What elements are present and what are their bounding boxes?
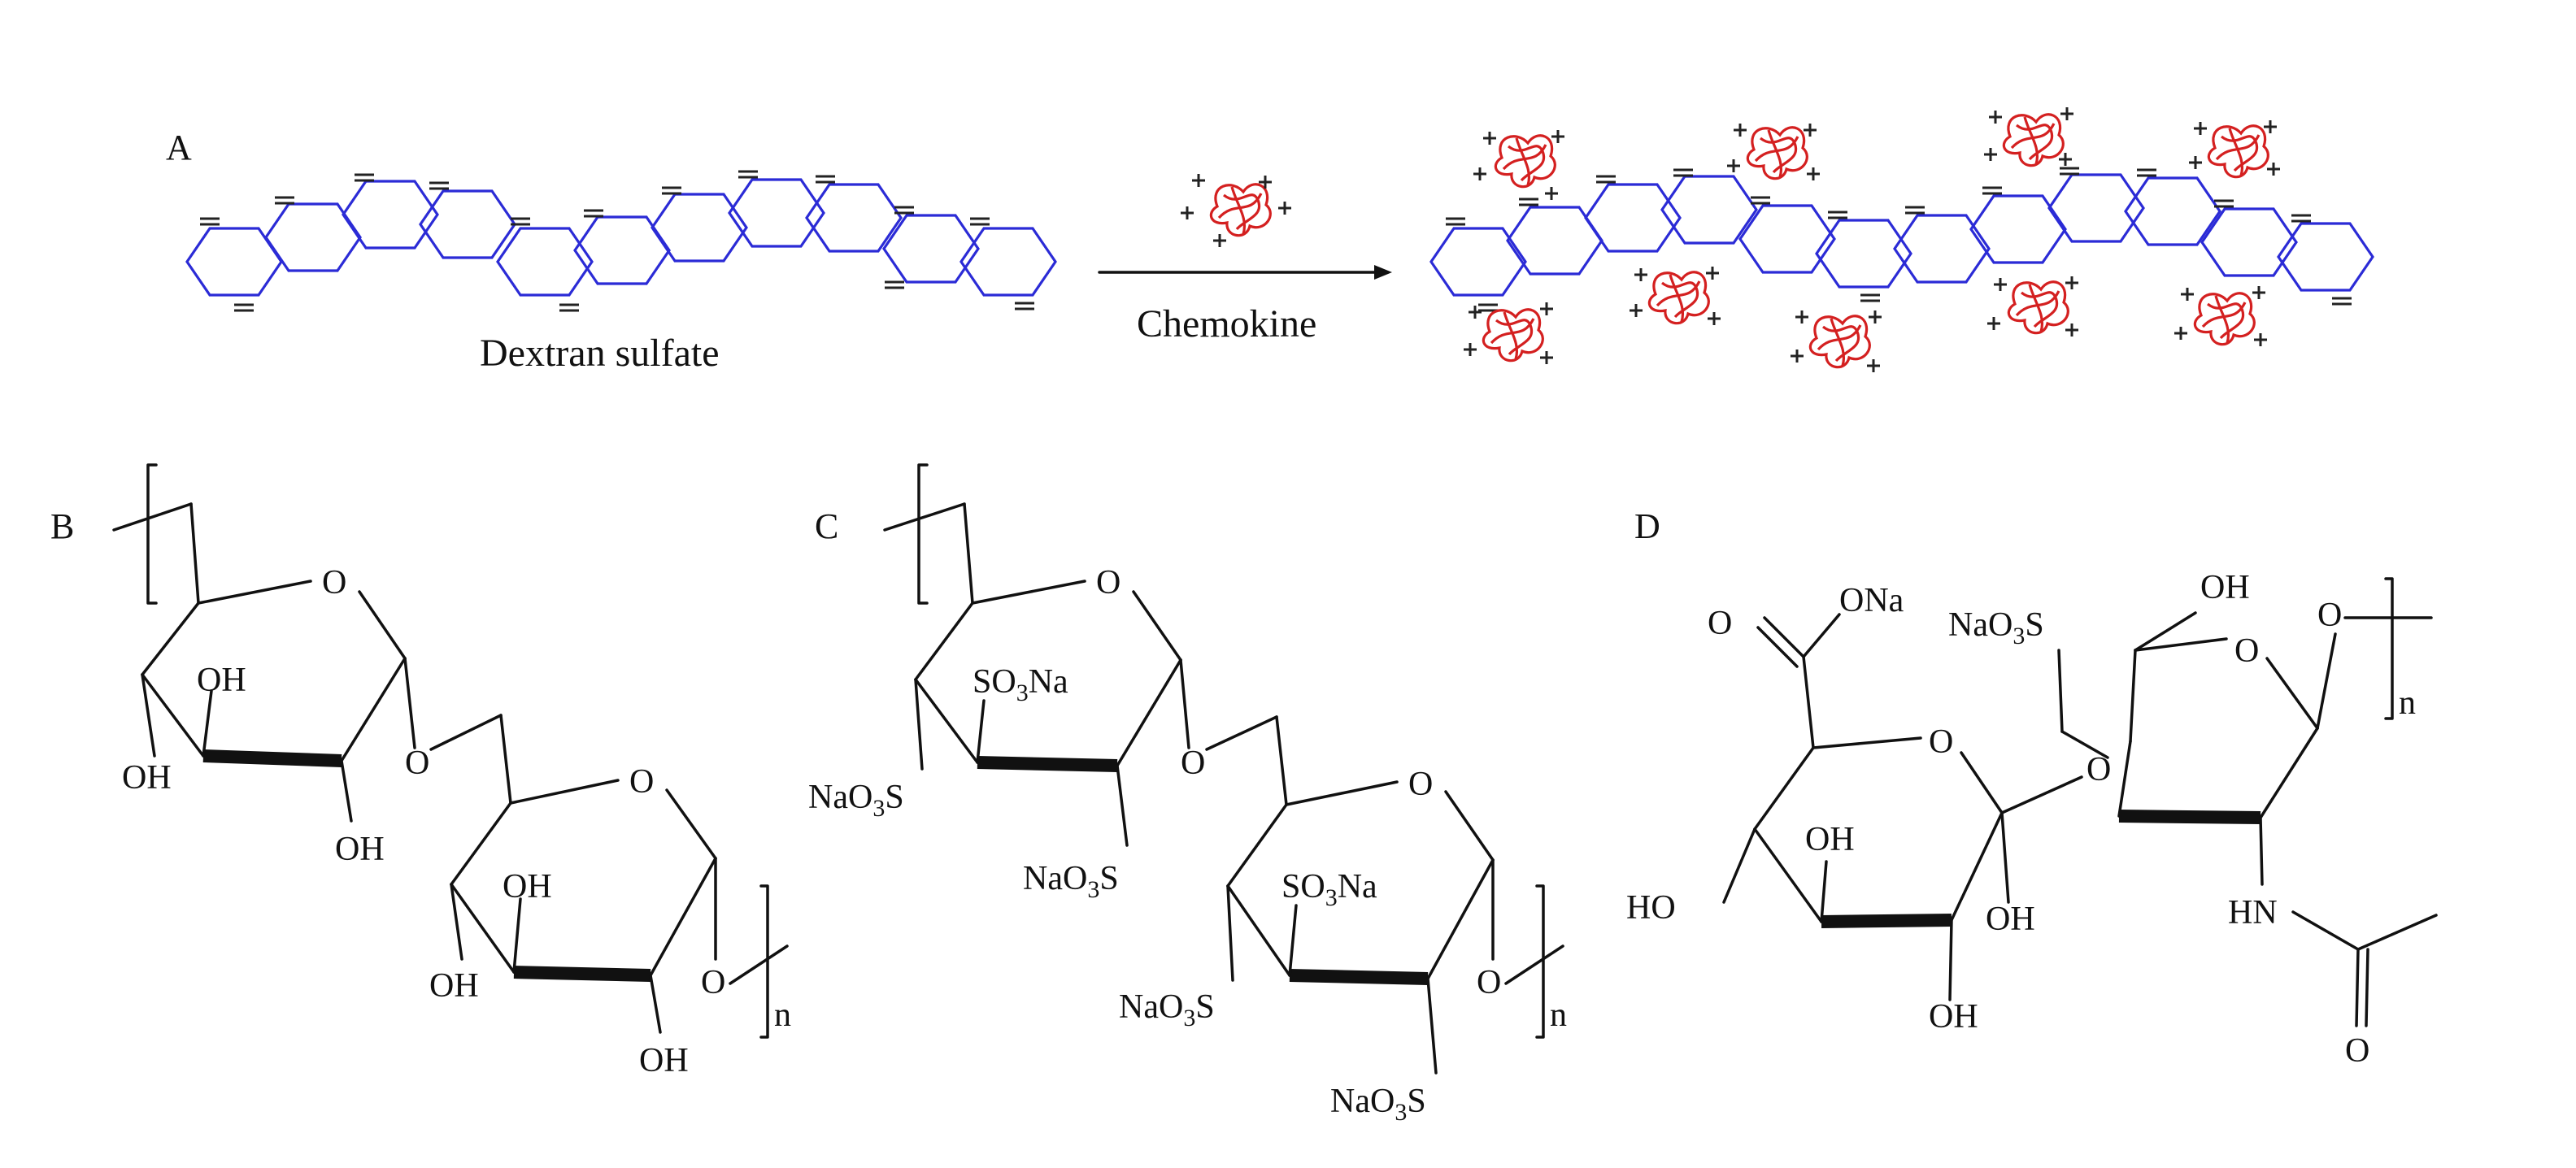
- chemokine-knot-icon: [1725, 122, 1821, 182]
- d-hydroxy-ho: HO: [1626, 889, 1676, 927]
- panel-a-label: A: [166, 128, 192, 167]
- sulfated-ring-2: [1226, 780, 1564, 1075]
- glucose-ring-2: [450, 779, 789, 1034]
- negative-charges-left: [198, 170, 1036, 312]
- chemokine-knot-icon: [1472, 128, 1566, 202]
- repeat-n: n: [774, 996, 791, 1034]
- carbonyl-oxygen: O: [1708, 605, 1732, 642]
- chemokine-caption: Chemokine: [1137, 302, 1316, 345]
- panel-c-label: C: [815, 506, 838, 546]
- panel-b-label: B: [50, 506, 74, 546]
- hydroxyl-4: OH: [503, 868, 552, 905]
- ring2-oxygen: O: [629, 763, 654, 801]
- hydroxyl-1: OH: [197, 662, 246, 699]
- sulfate-1: SO3Na: [973, 663, 1068, 706]
- panel-a: A: [166, 106, 2374, 375]
- bound-chemokines: [1462, 106, 2282, 374]
- amide-oxygen: O: [2345, 1032, 2369, 1070]
- d-ring2-oxygen: O: [2234, 632, 2259, 670]
- chemokine-knot-icon: [2187, 119, 2282, 179]
- d-hydroxyl-3: OH: [1929, 998, 1978, 1036]
- c-glycosidic-oxygen: O: [1181, 745, 1205, 782]
- negative-charges-right: [1444, 167, 2353, 312]
- amine-hn: HN: [2228, 894, 2278, 931]
- d-hydroxyl-2: OH: [1986, 901, 2035, 938]
- dextran-chemokine-complex: [1429, 173, 2374, 297]
- sulfated-ring-1: [914, 580, 1190, 847]
- d-hydroxyl-1: OH: [1805, 821, 1855, 858]
- d-hydroxyl-top: OH: [2200, 569, 2250, 606]
- sulfate-5: NaO3S: [1119, 988, 1215, 1031]
- panel-c: C O SO3Na NaO3S NaO3S O: [808, 463, 1567, 1126]
- hydroxyl-5: OH: [429, 967, 479, 1005]
- chemokine-knot-icon: [1982, 106, 2075, 167]
- hydroxyl-2: OH: [122, 759, 172, 797]
- dextran-sulfate-chain: [185, 178, 1057, 297]
- c-ring2-oxygen: O: [1408, 766, 1433, 803]
- reaction-arrow: [1098, 265, 1392, 280]
- glucosamine-ring: OH: [2117, 569, 2337, 886]
- chemokine-knot-icon: [1179, 172, 1293, 249]
- c-terminal-oxygen: O: [1477, 964, 1501, 1001]
- glycosidic-oxygen: O: [405, 745, 429, 782]
- sulfate-3: NaO3S: [1023, 860, 1119, 903]
- panel-d-label: D: [1634, 506, 1660, 546]
- c-ring1-oxygen: O: [1096, 564, 1120, 601]
- chemokine-knot-icon: [1628, 265, 1722, 327]
- panel-d: D O ONa O OH HO OH OH O NaO3S: [1626, 506, 2438, 1070]
- hydroxyl-3: OH: [335, 831, 385, 868]
- glucose-ring-1: [141, 580, 416, 823]
- dextran-sulfate-caption: Dextran sulfate: [480, 332, 720, 375]
- d-ring1-oxygen: O: [1929, 723, 1953, 761]
- uronic-acid-ring: [1722, 736, 2010, 1001]
- sulfate-4: SO3Na: [1281, 868, 1377, 911]
- c-repeat-n: n: [1550, 996, 1567, 1034]
- chemokine-knot-icon: [1986, 275, 2080, 338]
- terminal-oxygen: O: [701, 964, 725, 1001]
- d-sulfate: NaO3S: [1948, 606, 2044, 649]
- sulfate-2: NaO3S: [808, 779, 904, 822]
- chemokine-knot-icon: [1462, 301, 1555, 366]
- sulfate-6: NaO3S: [1330, 1083, 1426, 1126]
- hydroxyl-6: OH: [639, 1042, 689, 1079]
- chemokine-knot-icon: [2173, 284, 2269, 348]
- chemokine-knot-icon: [1789, 309, 1883, 374]
- ring1-oxygen: O: [322, 564, 346, 601]
- d-repeat-n: n: [2399, 684, 2416, 722]
- panel-b: B O OH OH OH O: [50, 463, 791, 1079]
- d-terminal-oxygen: O: [2317, 597, 2342, 634]
- sodium-carboxylate: ONa: [1839, 582, 1904, 619]
